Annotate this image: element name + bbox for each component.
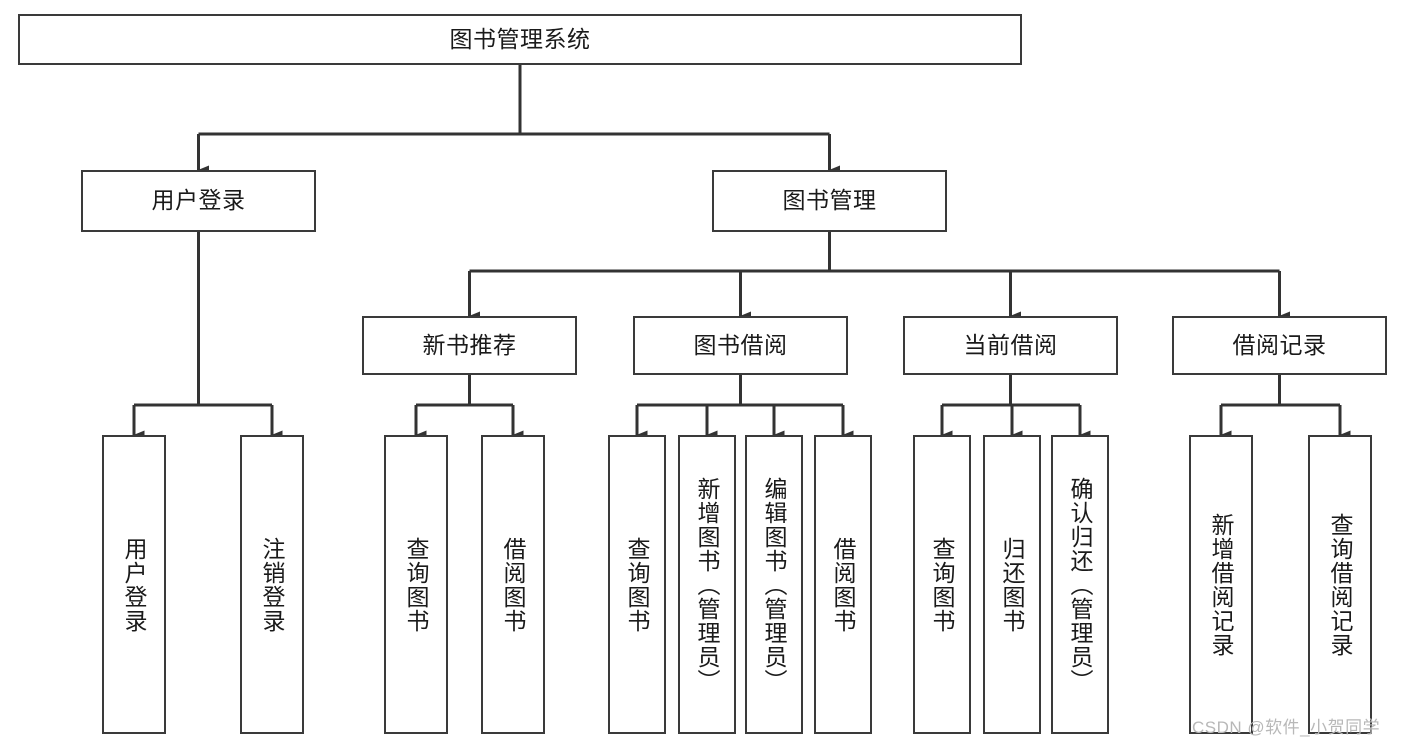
- node-l3-e1[interactable]: 新增借阅记录: [1189, 435, 1253, 734]
- node-label: 新增图书（管理员）: [694, 476, 721, 693]
- node-l3-b1[interactable]: 查询图书: [384, 435, 448, 734]
- node-l2-new[interactable]: 新书推荐: [362, 316, 577, 375]
- node-l3-e2[interactable]: 查询借阅记录: [1308, 435, 1372, 734]
- node-label: 图书借阅: [693, 331, 788, 358]
- node-label: 图书管理: [782, 187, 877, 214]
- node-l2-current[interactable]: 当前借阅: [903, 316, 1118, 375]
- node-label: 图书管理系统: [449, 25, 591, 52]
- node-l3-c4[interactable]: 借阅图书: [814, 435, 872, 734]
- node-l3-d3[interactable]: 确认归还（管理员）: [1051, 435, 1109, 734]
- node-label: 编辑图书（管理员）: [761, 476, 788, 693]
- node-l3-c1[interactable]: 查询图书: [608, 435, 666, 734]
- node-label: 新增借阅记录: [1208, 512, 1235, 657]
- node-l3-a2[interactable]: 注销登录: [240, 435, 304, 734]
- node-l1-book[interactable]: 图书管理: [712, 170, 947, 232]
- node-l3-b2[interactable]: 借阅图书: [481, 435, 545, 734]
- node-l3-c3[interactable]: 编辑图书（管理员）: [745, 435, 803, 734]
- node-l1-login[interactable]: 用户登录: [81, 170, 316, 232]
- node-l2-borrow[interactable]: 图书借阅: [633, 316, 848, 375]
- node-label: 当前借阅: [963, 331, 1058, 358]
- node-label: 查询图书: [403, 536, 430, 633]
- node-label: 查询借阅记录: [1327, 512, 1354, 657]
- node-label: 归还图书: [999, 536, 1026, 633]
- node-label: 查询图书: [624, 536, 651, 633]
- node-label: 注销登录: [259, 536, 286, 633]
- node-label: 借阅图书: [500, 536, 527, 633]
- node-l2-record[interactable]: 借阅记录: [1172, 316, 1387, 375]
- node-l3-d2[interactable]: 归还图书: [983, 435, 1041, 734]
- node-l3-c2[interactable]: 新增图书（管理员）: [678, 435, 736, 734]
- node-label: 新书推荐: [422, 331, 517, 358]
- node-label: 借阅记录: [1232, 331, 1327, 358]
- watermark-text: CSDN @软件_小贺同学: [1192, 718, 1381, 737]
- node-label: 用户登录: [121, 536, 148, 633]
- node-label: 查询图书: [929, 536, 956, 633]
- node-root[interactable]: 图书管理系统: [18, 14, 1022, 65]
- edge-group: [132, 65, 1351, 440]
- node-l3-d1[interactable]: 查询图书: [913, 435, 971, 734]
- node-label: 用户登录: [151, 187, 246, 214]
- node-label: 确认归还（管理员）: [1067, 476, 1094, 693]
- node-label: 借阅图书: [830, 536, 857, 633]
- node-l3-a1[interactable]: 用户登录: [102, 435, 166, 734]
